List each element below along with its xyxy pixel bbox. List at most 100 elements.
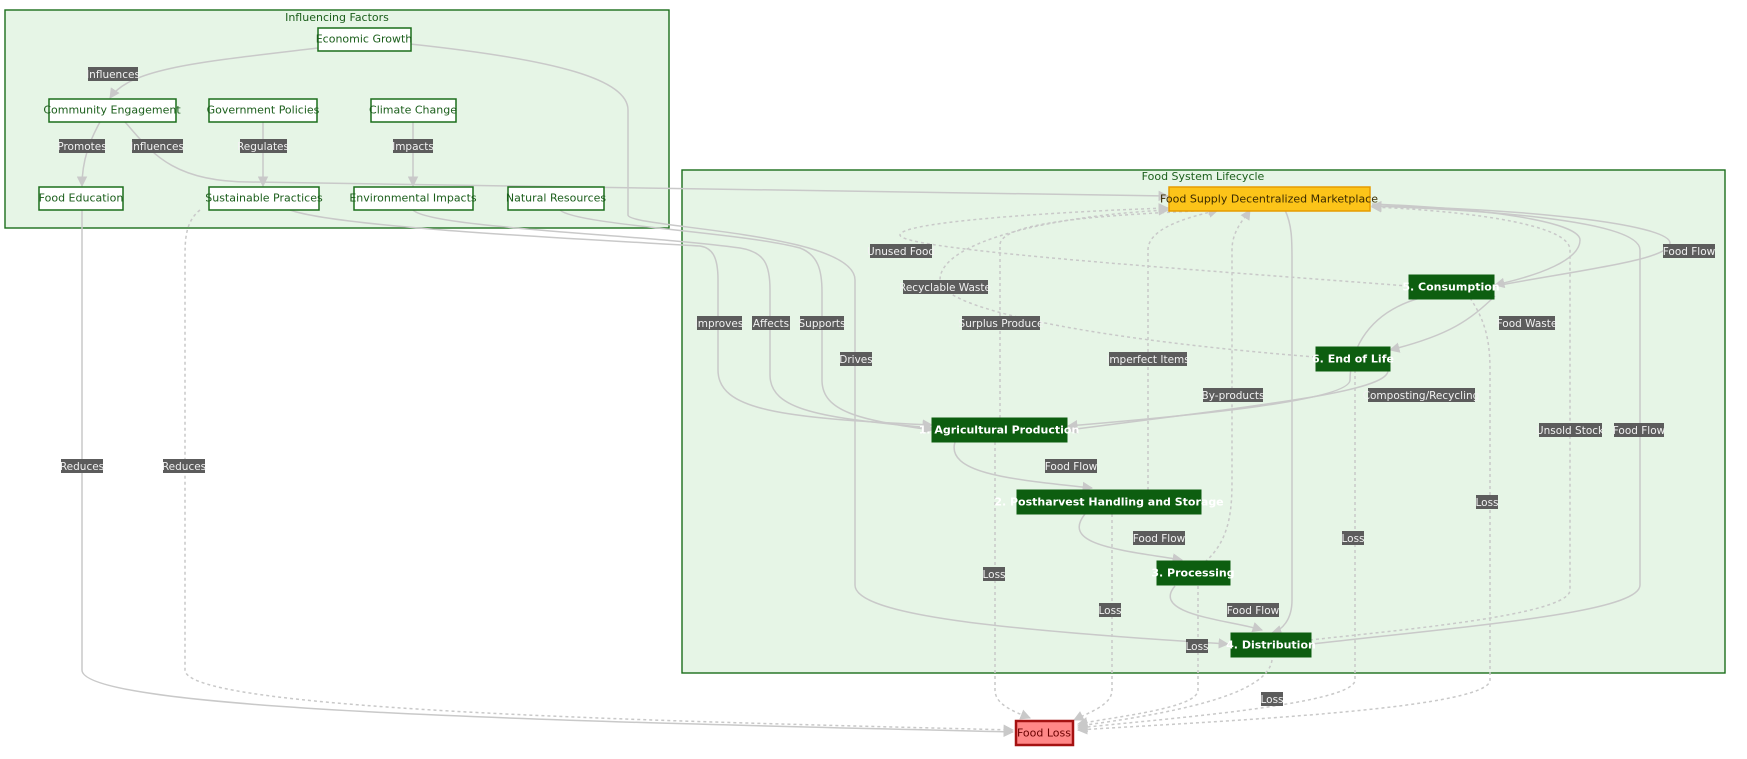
edge-label: Loss bbox=[1341, 531, 1365, 545]
edge-label: Food Flow bbox=[1045, 459, 1098, 473]
edge-label: Promotes bbox=[57, 139, 107, 153]
svg-text:Unsold Stock: Unsold Stock bbox=[1536, 425, 1605, 437]
svg-text:Loss: Loss bbox=[1260, 694, 1283, 706]
edge-sustain-loss bbox=[184, 209, 1015, 736]
node-processing[interactable]: 3. Processing bbox=[1151, 560, 1235, 586]
svg-text:Food Loss: Food Loss bbox=[1017, 727, 1071, 740]
svg-text:Supports: Supports bbox=[799, 318, 846, 330]
svg-text:6. End of Life: 6. End of Life bbox=[1312, 353, 1394, 366]
svg-text:Reduces: Reduces bbox=[162, 461, 206, 473]
node-food-supply-marketplace[interactable]: Food Supply Decentralized Marketplace bbox=[1160, 186, 1378, 212]
edge-econ-community bbox=[109, 47, 319, 99]
edge-consumption-market bbox=[1370, 200, 1671, 287]
svg-text:Environmental Impacts: Environmental Impacts bbox=[349, 192, 477, 205]
node-environmental-impacts[interactable]: Environmental Impacts bbox=[349, 186, 477, 211]
edge-label: Loss bbox=[1185, 639, 1209, 653]
svg-text:Impacts: Impacts bbox=[392, 141, 434, 153]
edge-label: Unused Food bbox=[867, 244, 935, 258]
svg-text:Influences: Influences bbox=[130, 141, 184, 153]
edge-label: Affects bbox=[752, 316, 790, 330]
node-food-loss[interactable]: Food Loss bbox=[1014, 719, 1075, 747]
svg-text:Unused Food: Unused Food bbox=[867, 246, 935, 258]
edge-label: Reduces bbox=[162, 459, 206, 473]
edge-label: Loss bbox=[1475, 495, 1499, 509]
edge-eol-agri bbox=[1066, 369, 1389, 434]
svg-text:Food Flow: Food Flow bbox=[1227, 605, 1280, 617]
edge-label: Food Waste bbox=[1497, 316, 1558, 330]
edge-proc-market bbox=[1204, 209, 1251, 563]
edge-label: Composting/Recycling bbox=[1363, 388, 1480, 402]
edge-label: Improves bbox=[695, 316, 744, 330]
edge-natres-agri bbox=[559, 209, 934, 434]
svg-text:Improves: Improves bbox=[695, 318, 744, 330]
edge-label: Imperfect Items bbox=[1106, 352, 1190, 366]
edge-econ-distribution bbox=[409, 43, 1230, 649]
svg-text:Loss: Loss bbox=[1098, 605, 1121, 617]
node-climate-change[interactable]: Climate Change bbox=[369, 98, 457, 123]
node-agricultural-production[interactable]: 1. Agricultural Production bbox=[919, 417, 1080, 443]
node-postharvest-handling[interactable]: 2. Postharvest Handling and Storage bbox=[994, 489, 1224, 515]
svg-text:Loss: Loss bbox=[1475, 497, 1498, 509]
edge-label: Food Flow bbox=[1227, 603, 1280, 617]
edge-label: Drives bbox=[839, 352, 873, 366]
svg-text:Food Waste: Food Waste bbox=[1497, 318, 1558, 330]
node-community-engagement[interactable]: Community Engagement bbox=[43, 98, 181, 123]
edge-label: By-products bbox=[1202, 388, 1264, 402]
svg-text:5. Consumption: 5. Consumption bbox=[1402, 281, 1499, 294]
node-sustainable-practices[interactable]: Sustainable Practices bbox=[205, 186, 323, 211]
edge-label: Influences bbox=[86, 67, 140, 81]
svg-text:Promotes: Promotes bbox=[57, 141, 106, 153]
svg-text:Food Flow: Food Flow bbox=[1045, 461, 1098, 473]
svg-text:Regulates: Regulates bbox=[237, 141, 289, 153]
svg-text:Loss: Loss bbox=[982, 569, 1005, 581]
node-consumption[interactable]: 5. Consumption bbox=[1402, 274, 1500, 300]
edge-label: Loss bbox=[1260, 692, 1284, 706]
cluster-lifecycle-title: Food System Lifecycle bbox=[1142, 170, 1265, 183]
edge-label: Food Flow bbox=[1663, 244, 1716, 258]
edge-community-market bbox=[124, 121, 1170, 202]
svg-text:1. Agricultural Production: 1. Agricultural Production bbox=[919, 424, 1080, 437]
edge-dist-market-flow bbox=[1311, 201, 1641, 645]
svg-text:Drives: Drives bbox=[839, 354, 872, 366]
svg-text:Loss: Loss bbox=[1185, 641, 1208, 653]
edge-agri-loss bbox=[994, 442, 1031, 720]
edge-label: Unsold Stock bbox=[1536, 423, 1605, 437]
edge-label: Food Flow bbox=[1613, 423, 1666, 437]
svg-text:Food Flow: Food Flow bbox=[1663, 246, 1716, 258]
edge-sustain-agri bbox=[289, 209, 934, 430]
edge-label: Reduces bbox=[60, 459, 104, 473]
node-food-education[interactable]: Food Education bbox=[38, 186, 124, 211]
svg-text:Food Flow: Food Flow bbox=[1613, 425, 1666, 437]
edge-consumption-eol bbox=[1388, 295, 1496, 353]
svg-text:Recyclable Waste: Recyclable Waste bbox=[899, 282, 991, 294]
edge-labels: Influences Promotes Influences Regulates… bbox=[57, 67, 1716, 706]
svg-text:Government Policies: Government Policies bbox=[207, 104, 320, 117]
svg-text:3. Processing: 3. Processing bbox=[1151, 567, 1234, 580]
svg-text:Reduces: Reduces bbox=[60, 461, 104, 473]
edge-label: Food Flow bbox=[1133, 531, 1186, 545]
svg-text:Food Education: Food Education bbox=[39, 192, 124, 205]
svg-text:Composting/Recycling: Composting/Recycling bbox=[1363, 390, 1480, 402]
edge-label: Regulates bbox=[237, 139, 289, 153]
svg-text:Community Engagement: Community Engagement bbox=[43, 104, 181, 117]
cluster-influencing-title: Influencing Factors bbox=[285, 11, 389, 24]
edges bbox=[76, 43, 1671, 738]
svg-text:Influences: Influences bbox=[86, 69, 140, 81]
edge-post-proc bbox=[1078, 513, 1184, 564]
svg-text:Natural Resources: Natural Resources bbox=[506, 192, 607, 205]
node-economic-growth[interactable]: Economic Growth bbox=[316, 27, 413, 52]
node-distribution[interactable]: 4. Distribution bbox=[1226, 632, 1316, 658]
node-government-policies[interactable]: Government Policies bbox=[207, 98, 320, 123]
svg-text:Food Supply Decentralized Mark: Food Supply Decentralized Marketplace bbox=[1160, 193, 1378, 206]
edge-proc-dist bbox=[1169, 585, 1264, 633]
svg-text:Economic Growth: Economic Growth bbox=[316, 33, 413, 46]
edge-market-distribution bbox=[1270, 209, 1293, 636]
edge-label: Loss bbox=[1098, 603, 1122, 617]
node-natural-resources[interactable]: Natural Resources bbox=[506, 186, 607, 211]
svg-text:Climate Change: Climate Change bbox=[369, 104, 457, 117]
edge-label: Recyclable Waste bbox=[899, 280, 991, 294]
node-end-of-life[interactable]: 6. End of Life bbox=[1312, 346, 1394, 372]
svg-text:2. Postharvest Handling and St: 2. Postharvest Handling and Storage bbox=[994, 496, 1223, 509]
edge-label: Impacts bbox=[392, 139, 434, 153]
